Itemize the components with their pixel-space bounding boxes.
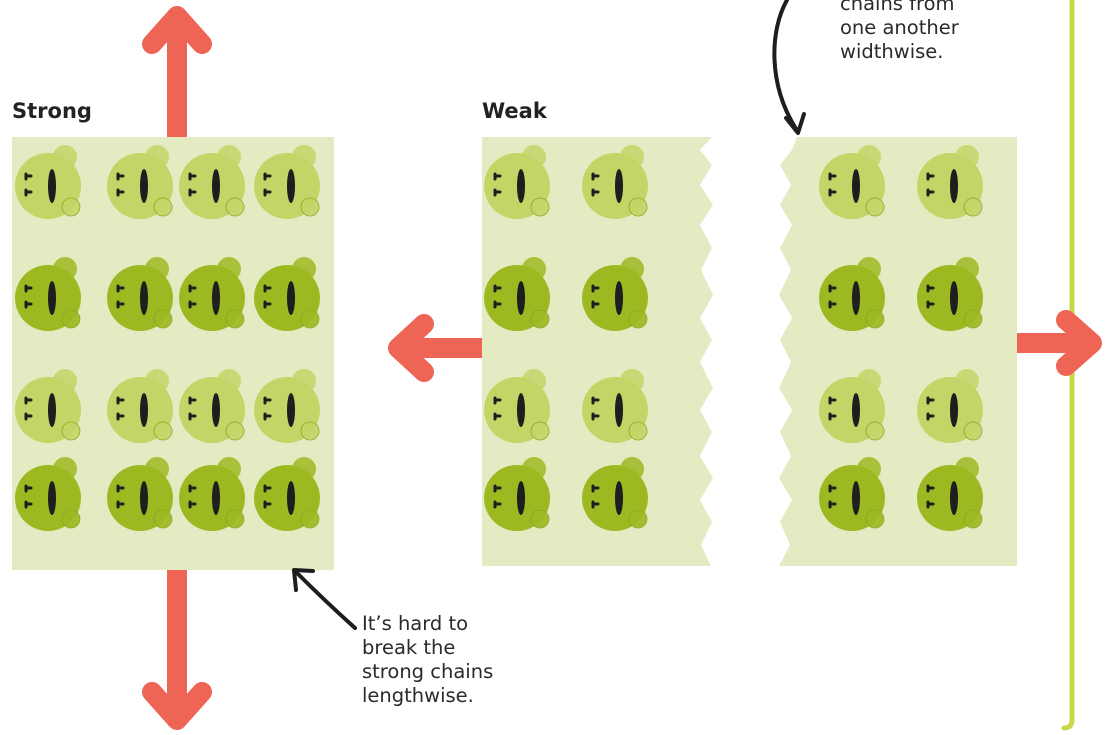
arrow-up-icon bbox=[152, 16, 202, 140]
arrow-right-icon bbox=[1017, 320, 1092, 366]
arrow-left-icon bbox=[398, 324, 482, 372]
curved-pointer-arrow-icon bbox=[774, 0, 798, 132]
annotation-top-right: chains from one another widthwise. bbox=[840, 0, 1040, 64]
annotation-line: It’s hard to bbox=[362, 612, 562, 636]
annotation-bottom: It’s hard to break the strong chains len… bbox=[362, 612, 562, 708]
weak-label: Weak bbox=[482, 99, 547, 123]
weak-sheet-right bbox=[779, 137, 1017, 566]
strong-sheet bbox=[12, 137, 334, 570]
annotation-line: strong chains bbox=[362, 660, 562, 684]
curved-pointer-arrow-icon bbox=[296, 572, 355, 628]
strong-label: Strong bbox=[12, 99, 92, 123]
arrow-down-icon bbox=[152, 565, 202, 720]
annotation-line: chains from bbox=[840, 0, 1040, 16]
annotation-line: widthwise. bbox=[840, 40, 1040, 64]
weak-sheet-left bbox=[482, 137, 713, 566]
annotation-line: lengthwise. bbox=[362, 684, 562, 708]
annotation-line: break the bbox=[362, 636, 562, 660]
annotation-line: one another bbox=[840, 16, 1040, 40]
